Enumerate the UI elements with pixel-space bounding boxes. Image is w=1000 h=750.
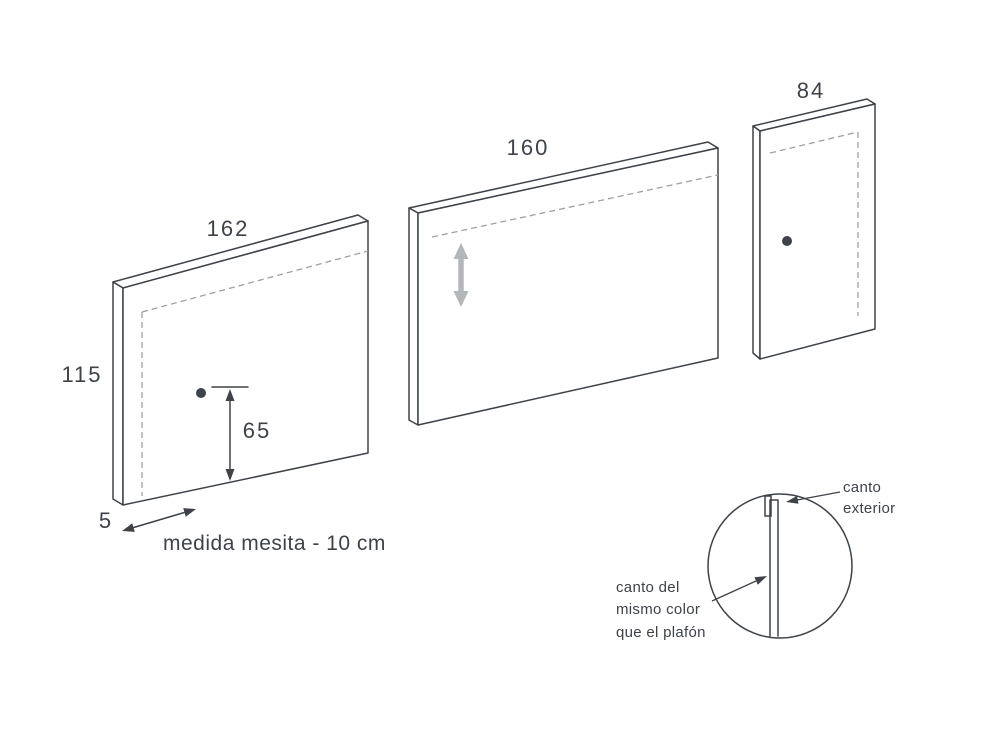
- left-panel-side-edge: [112, 281, 124, 506]
- hole-height-dimension-arrow: [225, 389, 235, 481]
- right-panel-width-label: 84: [797, 78, 825, 103]
- exterior-edge-cap: [764, 495, 772, 517]
- leader-canto-mismo-color: [711, 576, 767, 602]
- thickness-dimension-arrow: [122, 508, 196, 532]
- right-panel-front-face: [759, 103, 876, 360]
- leader-canto-exterior: [786, 491, 841, 504]
- mounting-hole-dot: [782, 236, 792, 246]
- middle-panel-side-edge: [408, 207, 419, 426]
- detail-label-mismo-color: mismo color: [616, 601, 700, 618]
- detail-label-canto-del: canto del: [616, 579, 680, 596]
- left-panel-height-label: 115: [61, 362, 102, 387]
- edge-detail-callout: [707, 491, 853, 639]
- left-panel-front-face: [122, 220, 369, 506]
- left-panel-thickness-label: 5: [99, 508, 113, 533]
- double-arrow-vertical-icon: [453, 243, 469, 307]
- middle-panel: [408, 141, 719, 426]
- left-panel-dashed-inset-top: [141, 250, 369, 313]
- right-panel: [752, 98, 876, 360]
- right-panel-side-edge: [752, 125, 761, 360]
- detail-label-que-el-plafon: que el plafón: [616, 624, 706, 641]
- left-panel-width-label: 162: [207, 216, 250, 241]
- left-panel: [112, 214, 369, 532]
- hole-height-label: 65: [243, 418, 271, 443]
- middle-panel-front-face: [417, 147, 719, 426]
- middle-panel-dashed-inset-top: [431, 174, 719, 238]
- middle-panel-width-label: 160: [507, 135, 550, 160]
- panel-edge-section: [764, 495, 779, 637]
- detail-label-canto: canto: [843, 479, 881, 496]
- left-panel-caption: medida mesita - 10 cm: [163, 532, 386, 555]
- right-panel-dashed-inset-top: [769, 131, 859, 154]
- detail-label-exterior: exterior: [843, 500, 895, 517]
- mounting-hole-dot: [196, 388, 206, 398]
- detail-circle: [707, 493, 853, 639]
